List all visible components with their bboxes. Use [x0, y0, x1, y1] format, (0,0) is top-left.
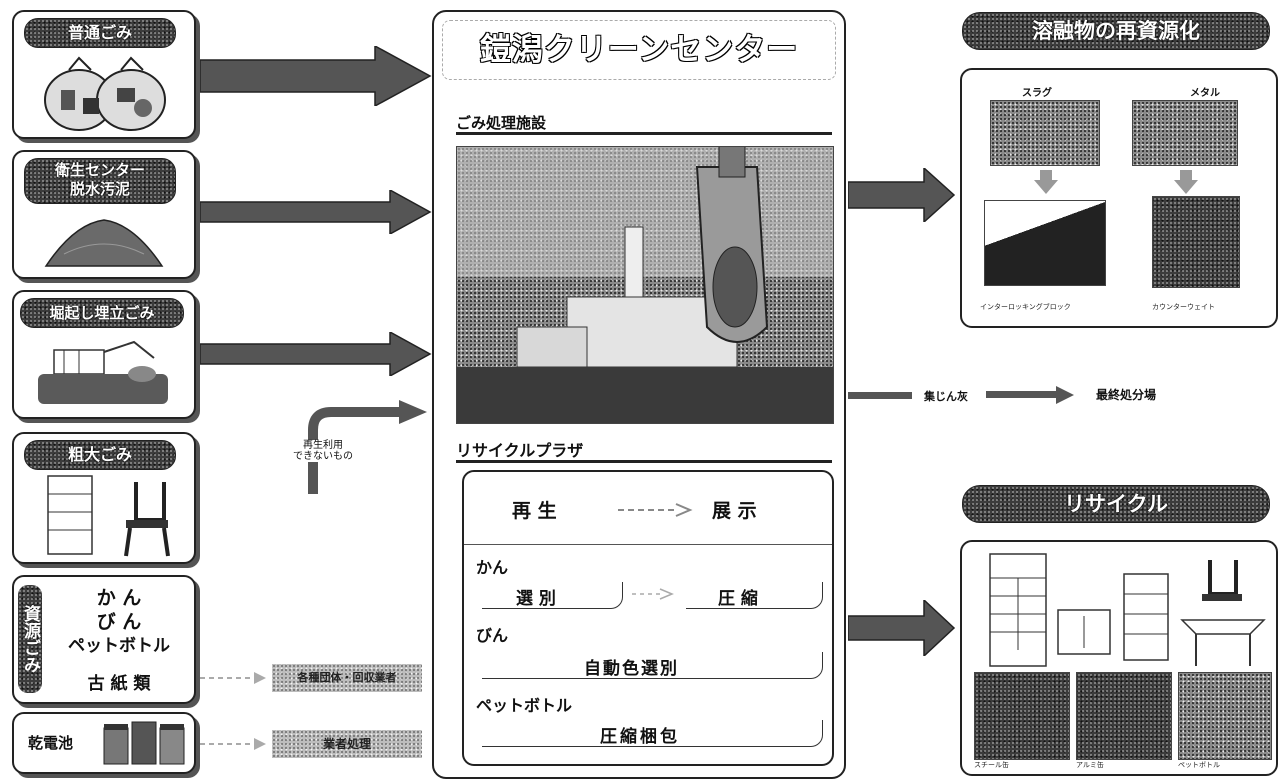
pet-pack-bracket: [482, 720, 823, 747]
arrow-center-to-slag: [848, 168, 956, 222]
waste-facility-heading: ごみ処理施設: [456, 114, 547, 132]
bottle-label: びん: [476, 626, 509, 645]
input-card-normal-waste: 普通ごみ: [12, 10, 196, 139]
slag-section-title: 溶融物の再資源化: [962, 12, 1270, 50]
pet-bottle-caption: ペットボトル: [1178, 761, 1220, 769]
metal-label: メタル: [1190, 88, 1220, 99]
input-card-battery: 乾電池: [12, 712, 196, 774]
label-sludge: 衛生センター 脱水汚泥: [24, 158, 176, 204]
counterweight-photo: [1152, 196, 1240, 288]
metal-down-arrow: [1174, 170, 1198, 194]
non-recyclable-label: 再生利用 できないもの: [278, 440, 368, 462]
arrow-fly-ash-to-disposal: [986, 386, 1074, 404]
pet-bottle-photo: [1178, 672, 1272, 760]
recycled-furniture-icon: [989, 553, 1266, 667]
arrow-landfill-to-center: [200, 332, 432, 376]
aluminum-can-caption: アルミ缶: [1076, 761, 1104, 769]
recycle-plaza-panel: 再 生 展 示 かん 選 別 圧 縮 びん 自動色選別 ペットボトル 圧縮梱包: [462, 470, 834, 766]
label-normal-waste: 普通ごみ: [24, 18, 176, 48]
arrow-center-to-recycle: [848, 600, 956, 656]
slag-section-card: スラグ メタル インターロッキングブロック カウンターウェイト: [960, 68, 1278, 328]
can-label: かん: [476, 558, 509, 577]
pet-pack-label: 圧縮梱包: [600, 727, 680, 747]
resource-item-bottle: び ん: [96, 611, 142, 633]
arrow-non-recyclable-return: [308, 400, 427, 494]
bottle-sort-bracket: [482, 652, 823, 679]
interlocking-caption: インターロッキングブロック: [980, 303, 1071, 311]
regen-label: 再 生: [512, 500, 557, 522]
slag-down-arrow: [1034, 170, 1058, 194]
input-card-bulky: 粗大ごみ: [12, 432, 196, 564]
paper-vendor-box: 各種団体・回収業者: [272, 664, 422, 692]
arrow-normal-to-center: [200, 46, 432, 106]
input-card-landfill: 堀起し埋立ごみ: [12, 290, 196, 419]
recycle-plaza-heading: リサイクルプラザ: [456, 441, 584, 460]
input-card-sludge: 衛生センター 脱水汚泥: [12, 150, 196, 279]
battery-jars-icon: [103, 721, 185, 765]
sludge-pile-icon: [44, 219, 164, 267]
display-label: 展 示: [712, 500, 757, 522]
resource-item-pet: ペットボトル: [68, 636, 170, 656]
steel-can-photo: [974, 672, 1070, 760]
dust-line-left: [848, 392, 912, 399]
garbage-bags-icon: [44, 56, 166, 131]
furniture-icon: [47, 475, 170, 557]
resource-item-paper: 古 紙 類: [87, 674, 151, 694]
arrow-sludge-to-center: [200, 190, 432, 234]
resource-item-can: か ん: [96, 587, 142, 609]
regen-to-display-arrow: [618, 503, 693, 517]
center-title: 鎧潟クリーンセンター: [442, 20, 836, 80]
can-sort-bracket: [482, 582, 623, 609]
input-card-resource: 資源ごみ か ん び ん ペットボトル 古 紙 類: [12, 575, 196, 704]
counterweight-caption: カウンターウェイト: [1152, 303, 1215, 311]
excavation-icon: [38, 340, 168, 404]
final-disposal-label: 最終処分場: [1096, 388, 1157, 402]
waste-facility-rule: [456, 132, 832, 135]
facility-photo: [456, 146, 834, 424]
dashed-arrow-battery: [200, 738, 266, 750]
can-compress-bracket: [686, 582, 823, 609]
label-battery: 乾電池: [28, 734, 74, 752]
slag-photo: [990, 100, 1100, 166]
steel-can-caption: スチール缶: [974, 761, 1009, 769]
sort-to-compress-arrow: [632, 588, 674, 600]
metal-photo: [1132, 100, 1238, 166]
fly-ash-label: 集じん灰: [924, 390, 968, 403]
recycle-section-card: スチール缶 アルミ缶 ペットボトル: [960, 540, 1278, 776]
clean-center-box: 鎧潟クリーンセンター ごみ処理施設 リサイクルプラザ 再 生 展 示 かん 選 …: [432, 10, 846, 779]
plaza-divider: [464, 544, 832, 545]
dashed-arrow-paper: [200, 672, 266, 684]
slag-label: スラグ: [1022, 88, 1052, 99]
can-sort-label: 選 別: [516, 589, 556, 609]
bottle-sort-label: 自動色選別: [584, 659, 679, 679]
recycle-section-title: リサイクル: [962, 485, 1270, 523]
can-compress-label: 圧 縮: [718, 589, 758, 609]
aluminum-can-photo: [1076, 672, 1172, 760]
facility-skyline-illustration: [457, 147, 833, 423]
label-bulky: 粗大ごみ: [24, 440, 176, 470]
pet-label: ペットボトル: [476, 696, 573, 715]
label-landfill: 堀起し埋立ごみ: [20, 298, 184, 328]
interlocking-photo: [984, 200, 1106, 286]
label-resource-vertical: 資源ごみ: [18, 585, 42, 693]
recycle-plaza-rule: [456, 460, 832, 463]
battery-vendor-box: 業者処理: [272, 730, 422, 758]
